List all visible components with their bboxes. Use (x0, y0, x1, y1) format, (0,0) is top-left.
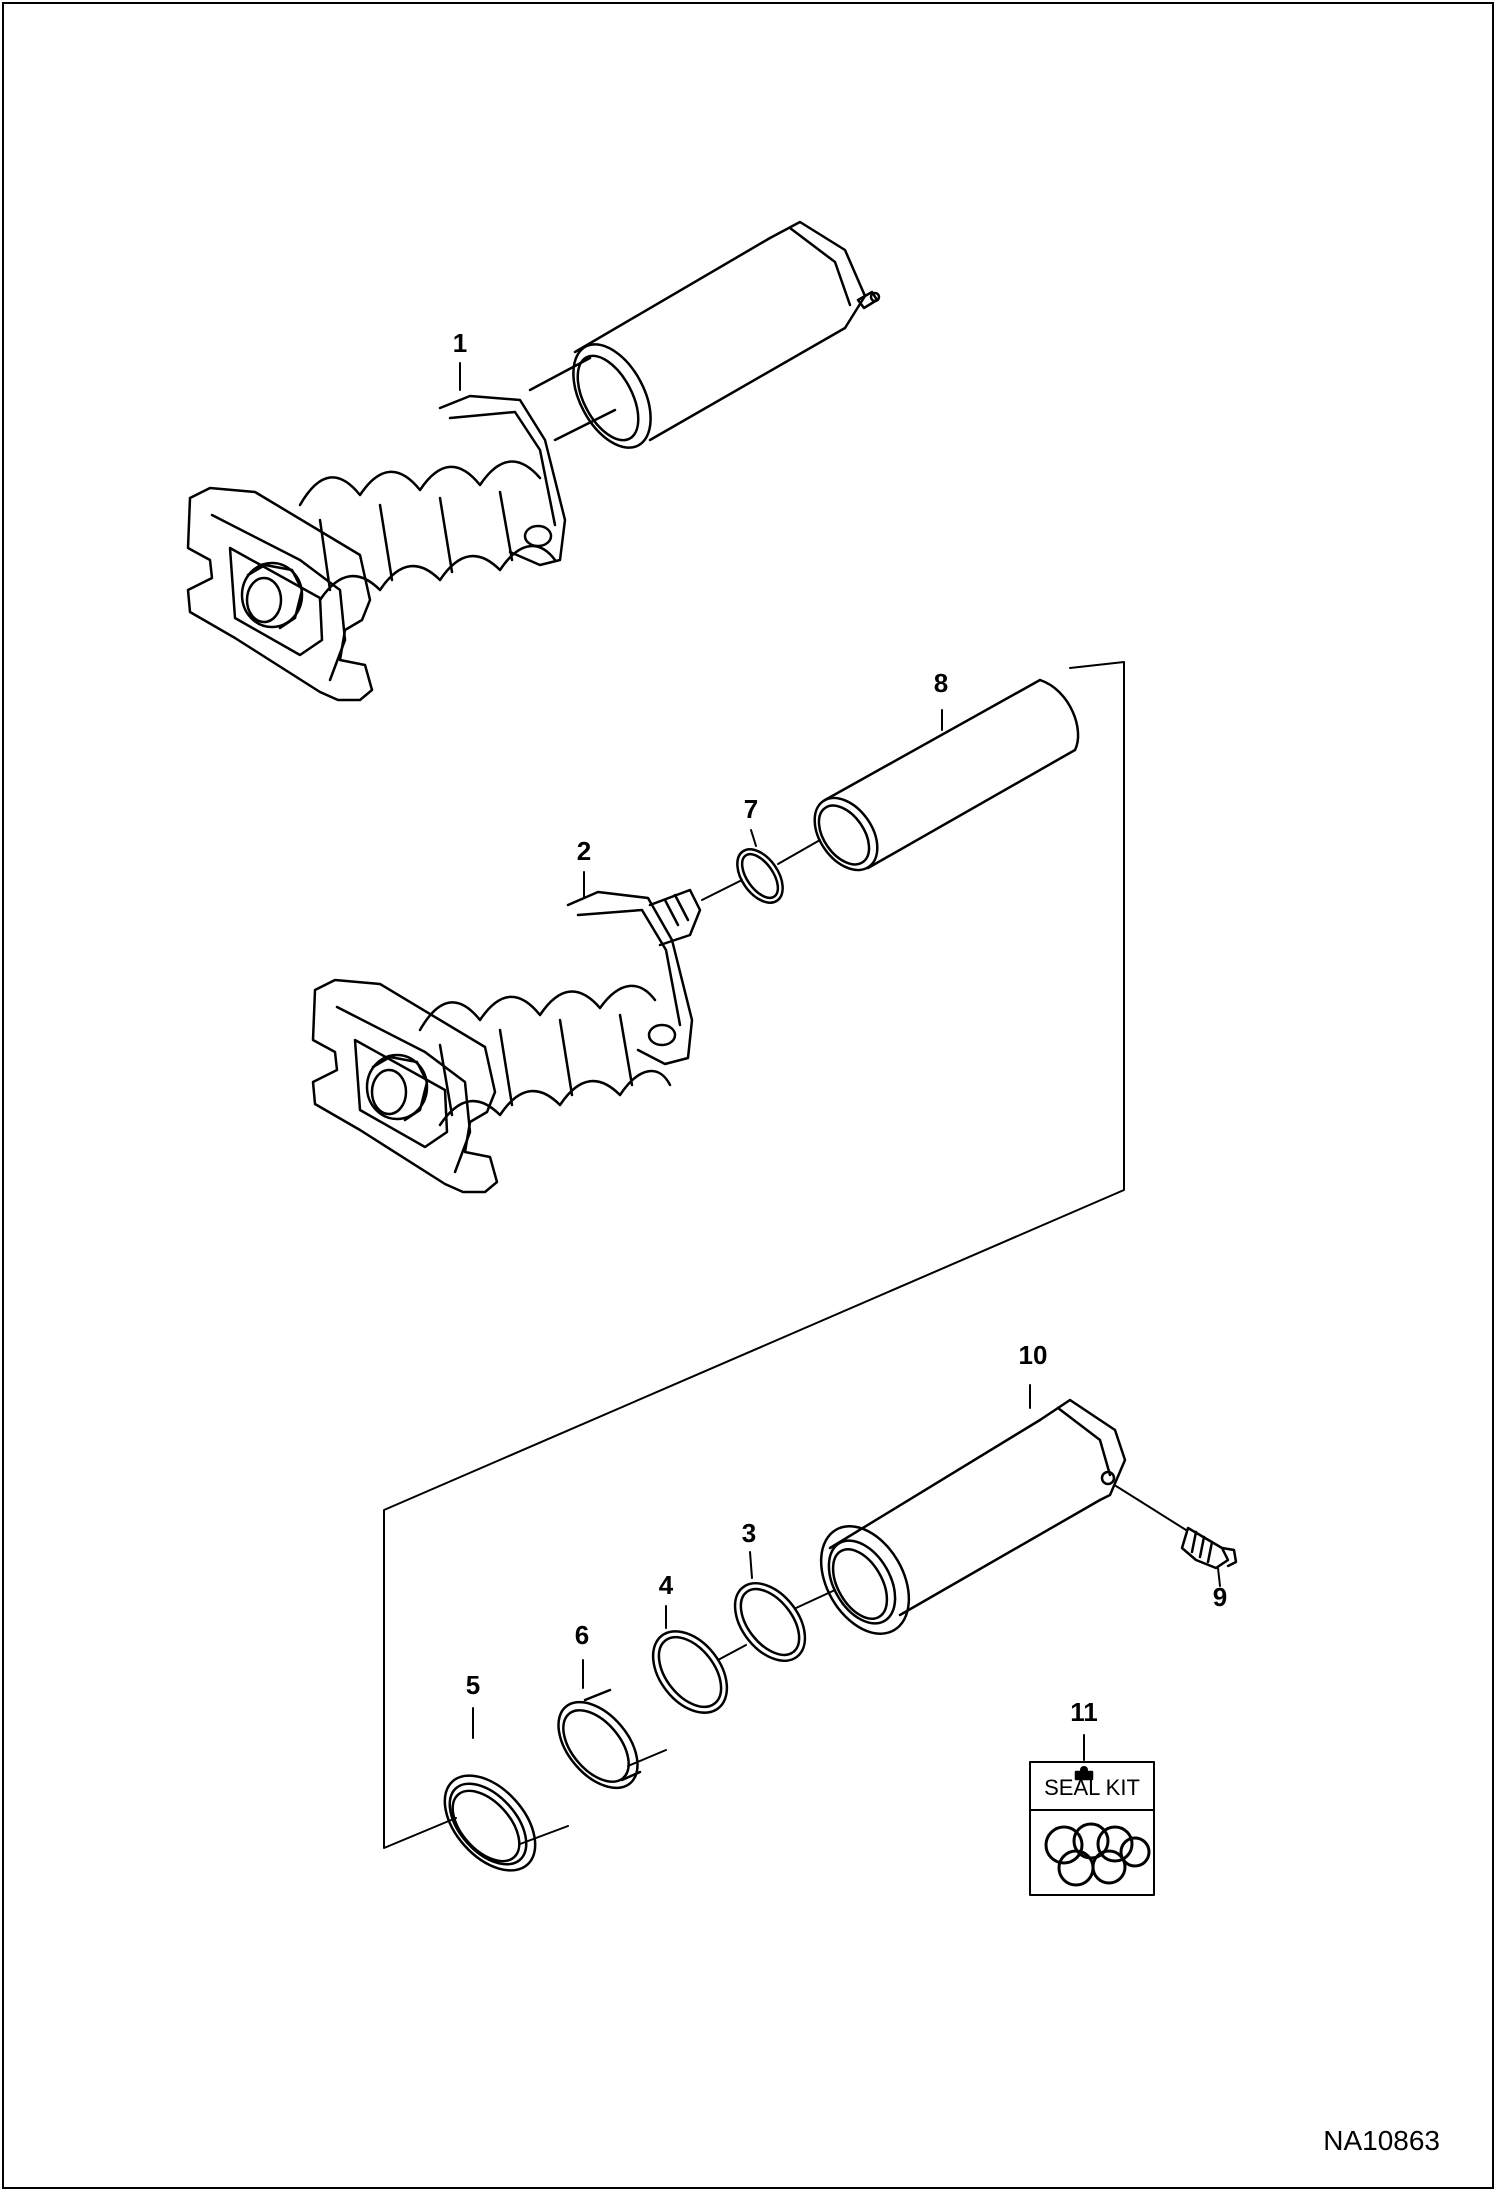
part-10-cylinder (819, 1398, 1127, 1635)
callout-4: 4 (659, 1570, 673, 1601)
part-11-seal-kit (1029, 1761, 1155, 1896)
assembly-lines (383, 661, 1187, 1849)
callout-8-text: 8 (933, 668, 949, 698)
callout-9-text: 9 (1212, 1582, 1228, 1612)
callout-1-text: 1 (452, 328, 468, 358)
part-6-bushing (557, 1688, 642, 1790)
part-3-ring (733, 1582, 807, 1662)
part-1-assembly (186, 220, 881, 702)
callout-11: 11 (1070, 1697, 1098, 1728)
part-7-ring (736, 848, 784, 904)
seal-kit-label: SEAL KIT (1044, 1775, 1140, 1800)
callout-3-text: 3 (741, 1518, 757, 1548)
callout-2: 2 (577, 836, 591, 867)
part-9-grease-fitting (1180, 1526, 1238, 1570)
part-5-seal (443, 1774, 537, 1872)
callout-10: 10 (1019, 1340, 1048, 1371)
part-4-ring (651, 1630, 729, 1714)
callout-6: 6 (575, 1620, 589, 1651)
callout-7-text: 7 (743, 794, 759, 824)
callout-2-text: 2 (576, 836, 592, 866)
callout-8: 8 (934, 668, 948, 699)
callout-5-text: 5 (465, 1670, 481, 1700)
callout-1: 1 (453, 328, 467, 359)
callout-10-text: 10 (1018, 1340, 1048, 1370)
callout-7: 7 (744, 794, 758, 825)
figure-id: NA10863 (1323, 2125, 1440, 2156)
leader-lines (459, 362, 1221, 1761)
callout-9: 9 (1213, 1582, 1227, 1613)
callout-3: 3 (742, 1518, 756, 1549)
callout-11-text: 11 (1070, 1697, 1098, 1727)
callout-6-text: 6 (574, 1620, 590, 1650)
part-8-tube (813, 678, 1080, 872)
callout-5: 5 (466, 1670, 480, 1701)
part-2-yoke-spring (311, 888, 702, 1194)
callout-4-text: 4 (658, 1570, 674, 1600)
